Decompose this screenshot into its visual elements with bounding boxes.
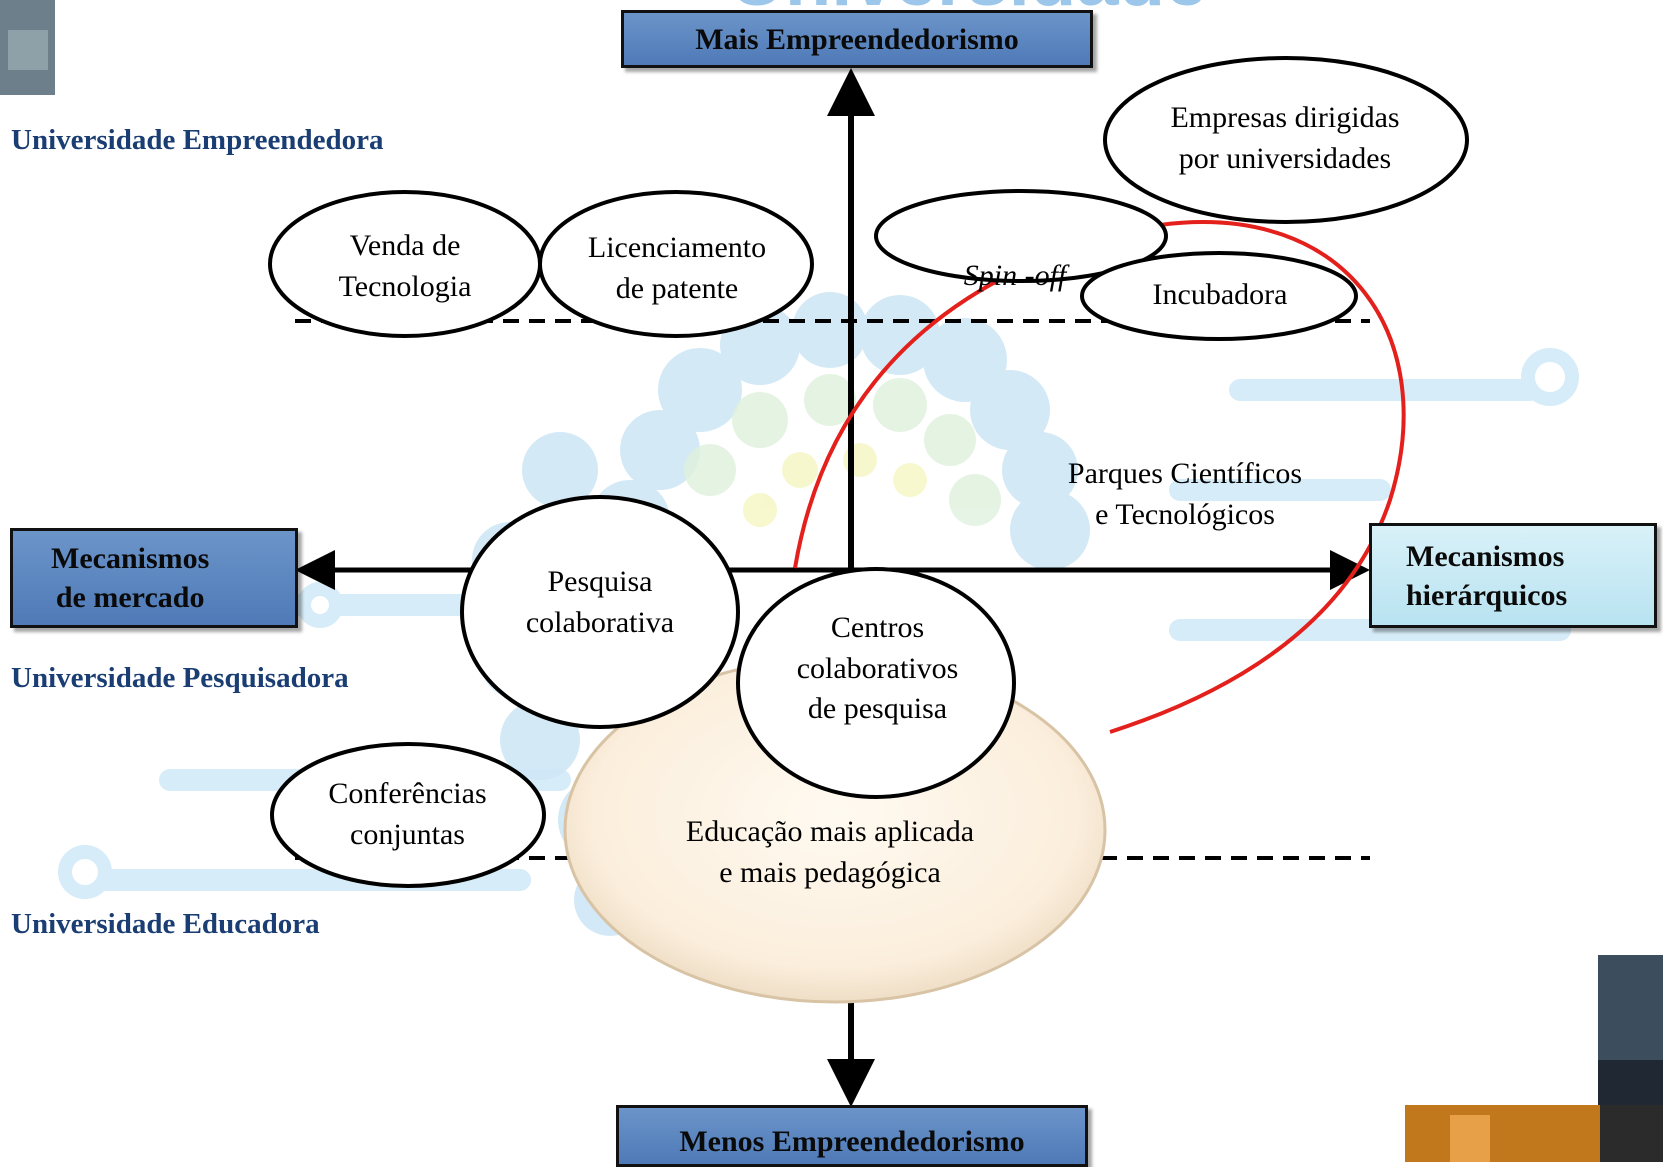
licenciamento-text: Licenciamento de patente (587, 231, 767, 305)
pesquisa-text: Pesquisa colaborativa (525, 565, 675, 639)
bottom-axis-box: Menos Empreendedorismo (616, 1105, 1088, 1167)
educacao-text: Educação mais aplicada e mais pedagógica (685, 815, 975, 889)
red-enclosure-curve (793, 220, 1406, 734)
pesquisa-ellipse (460, 495, 740, 729)
level-label-research: Universidade Pesquisadora (11, 662, 349, 694)
level-label-entrepreneur: Universidade Empreendedora (11, 124, 384, 156)
conferencias-ellipse (270, 742, 546, 888)
venda-text: Venda de Tecnologia (338, 229, 472, 303)
left-axis-label: Mecanismos de mercado (51, 542, 210, 614)
empresas-text: Empresas dirigidas por universidades (1170, 101, 1400, 175)
conferencias-text: Conferências conjuntas (328, 777, 487, 851)
level-label-educator: Universidade Educadora (11, 908, 320, 940)
empresas-ellipse (1103, 56, 1469, 224)
spinoff-text-a: Spin (963, 258, 1018, 292)
right-axis-box: Mecanismos hierárquicos (1369, 523, 1657, 628)
top-axis-box: Mais Empreendedorismo (621, 10, 1093, 68)
left-axis-box: Mecanismos de mercado (10, 528, 298, 628)
spinoff-text-b: -off (1024, 258, 1067, 292)
centros-ellipse (736, 567, 1016, 799)
licenciamento-ellipse (538, 190, 814, 338)
parques-text: Parques Científicos e Tecnológicos (1067, 457, 1303, 531)
incubadora-text: Incubadora (1152, 278, 1288, 311)
centros-text: Centros colaborativos de pesquisa (796, 611, 959, 725)
top-axis-label: Mais Empreendedorismo (695, 22, 1019, 56)
bottom-axis-label: Menos Empreendedorismo (679, 1125, 1025, 1158)
right-axis-label: Mecanismos hierárquicos (1406, 539, 1568, 612)
spinoff-text: Spin -off (900, 215, 1130, 296)
incubadora-ellipse (1080, 251, 1358, 341)
spinoff-ellipse (874, 189, 1168, 283)
